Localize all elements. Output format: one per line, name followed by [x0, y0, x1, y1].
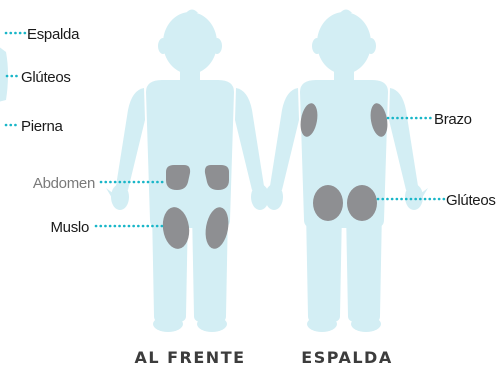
back-glute-spot-right: [347, 185, 377, 221]
back-figure: Brazo Glúteos ESPALDA: [260, 9, 496, 367]
label-muslo: Muslo: [50, 219, 89, 236]
front-abdomen-spot-left: [204, 165, 229, 190]
front-thigh-spot-right: [162, 207, 190, 249]
front-abdomen-spot-right: [166, 165, 191, 190]
back-figure-silhouette: [260, 9, 428, 332]
partial-figure-leg-silhouette: [0, 47, 8, 102]
label-espalda-left: Espalda: [27, 26, 80, 43]
caption-back: ESPALDA: [301, 348, 392, 367]
label-brazo: Brazo: [434, 111, 472, 128]
back-arm-spot-right: [370, 103, 388, 137]
caption-front: AL FRENTE: [134, 348, 245, 367]
front-thigh-spot-left: [205, 207, 229, 249]
label-gluteos-back: Glúteos: [446, 192, 496, 209]
label-abdomen: Abdomen: [33, 175, 95, 192]
back-arm-spot-left: [300, 103, 318, 137]
partial-figure-left: Espalda Glúteos Pierna: [0, 26, 80, 135]
label-pierna-left: Pierna: [21, 118, 64, 135]
label-gluteos-left: Glúteos: [21, 69, 71, 86]
front-figure: Abdomen Muslo AL FRENTE: [33, 9, 274, 367]
back-glute-spot-left: [313, 185, 343, 221]
